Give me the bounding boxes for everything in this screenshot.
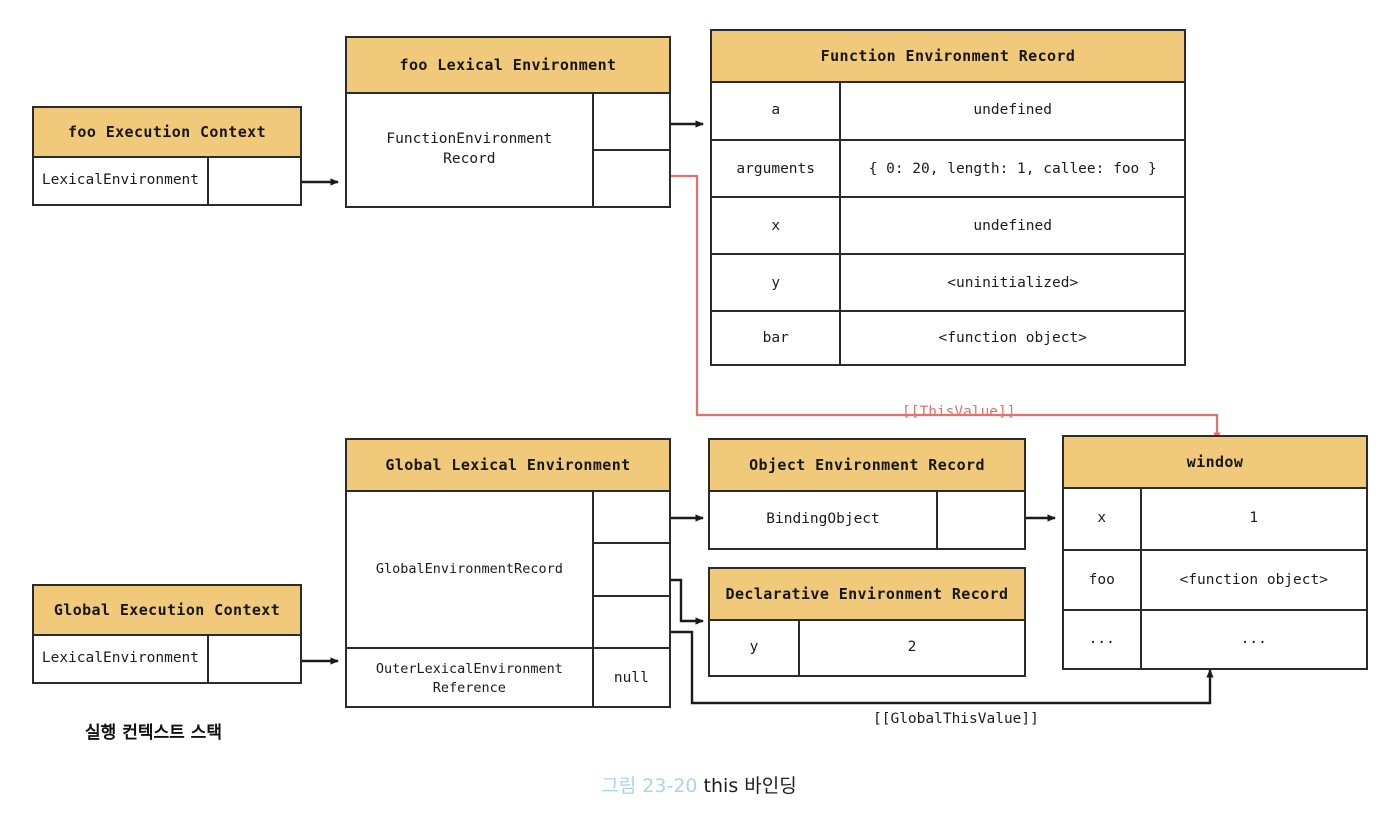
global-execution-context-header: Global Execution Context bbox=[34, 586, 300, 636]
figure-caption-text: this 바인딩 bbox=[703, 775, 797, 797]
foo-execution-context-header: foo Execution Context bbox=[34, 108, 300, 158]
der-key: y bbox=[749, 639, 759, 656]
table-row: OuterLexicalEnvironment Reference null bbox=[347, 647, 669, 708]
function-environment-record-label: FunctionEnvironment Record bbox=[386, 131, 553, 167]
object-environment-record-box: Object Environment Record BindingObject bbox=[708, 438, 1026, 550]
table-row: x 1 bbox=[1064, 489, 1366, 549]
table-row: y 2 bbox=[710, 621, 1024, 675]
table-row: y <uninitialized> bbox=[712, 253, 1184, 312]
fer-key: x bbox=[771, 217, 781, 234]
this-value-label: [[ThisValue]] bbox=[902, 404, 1016, 420]
lexical-environment-label: LexicalEnvironment bbox=[41, 172, 200, 189]
table-row: a undefined bbox=[712, 83, 1184, 139]
function-environment-record-header: Function Environment Record bbox=[712, 31, 1184, 83]
table-row: BindingObject bbox=[710, 492, 1024, 548]
figure-number: 그림 23-20 bbox=[601, 775, 698, 797]
fer-key: a bbox=[771, 102, 781, 119]
fer-value: undefined bbox=[839, 198, 1184, 255]
fer-value: <function object> bbox=[839, 312, 1184, 366]
function-environment-record-box: Function Environment Record a undefined … bbox=[710, 29, 1186, 366]
window-key: x bbox=[1097, 510, 1107, 527]
table-row: ... ... bbox=[1064, 609, 1367, 668]
declarative-environment-record-header: Declarative Environment Record bbox=[710, 569, 1024, 621]
window-box: window x 1 foo <function object> ... ... bbox=[1062, 435, 1368, 670]
outer-lexical-environment-reference-value: null bbox=[591, 649, 669, 708]
foo-lexenv-pointer-slots bbox=[591, 94, 669, 206]
foo-lexical-environment-box: foo Lexical Environment FunctionEnvironm… bbox=[345, 36, 671, 208]
object-environment-record-header: Object Environment Record bbox=[710, 440, 1024, 492]
table-row: foo <function object> bbox=[1064, 549, 1367, 611]
window-value: 1 bbox=[1139, 489, 1367, 549]
table-row: x undefined bbox=[712, 196, 1184, 255]
ger-slot-declarative-env bbox=[593, 542, 669, 594]
binding-object-pointer-cell bbox=[936, 492, 1024, 548]
fer-value: { 0: 20, length: 1, callee: foo } bbox=[839, 141, 1184, 198]
outer-lexical-environment-reference-label: OuterLexicalEnvironment Reference bbox=[375, 661, 563, 696]
global-lexical-environment-header: Global Lexical Environment bbox=[347, 440, 669, 492]
fer-value: <uninitialized> bbox=[839, 255, 1184, 312]
fer-key: bar bbox=[762, 330, 789, 347]
foo-execution-context-box: foo Execution Context LexicalEnvironment bbox=[32, 106, 302, 206]
table-row: LexicalEnvironment bbox=[34, 158, 300, 204]
lexical-environment-pointer-cell bbox=[206, 636, 300, 682]
binding-object-label: BindingObject bbox=[766, 511, 880, 528]
table-row: bar <function object> bbox=[712, 310, 1184, 366]
foo-lexenv-slot-this-value bbox=[593, 149, 669, 206]
table-row: LexicalEnvironment bbox=[34, 636, 300, 682]
global-lexenv-pointer-slots bbox=[591, 492, 669, 647]
foo-lexenv-slot-record bbox=[594, 94, 669, 149]
execution-context-stack-label: 실행 컨텍스트 스택 bbox=[85, 723, 222, 743]
global-this-value-label: [[GlobalThisValue]] bbox=[873, 711, 1039, 727]
table-row: GlobalEnvironmentRecord bbox=[347, 492, 669, 647]
table-row: FunctionEnvironment Record bbox=[347, 94, 669, 206]
ger-slot-global-this-value bbox=[593, 594, 669, 647]
foo-lexical-environment-header: foo Lexical Environment bbox=[347, 38, 669, 94]
window-key: ... bbox=[1088, 630, 1115, 647]
ger-slot-object-env bbox=[594, 492, 669, 542]
table-row: arguments { 0: 20, length: 1, callee: fo… bbox=[712, 139, 1184, 198]
der-value: 2 bbox=[797, 621, 1024, 675]
global-lexical-environment-box: Global Lexical Environment GlobalEnviron… bbox=[345, 438, 671, 708]
fer-value: undefined bbox=[839, 83, 1184, 139]
lexical-environment-label: LexicalEnvironment bbox=[41, 650, 200, 667]
window-header: window bbox=[1064, 437, 1366, 489]
window-value: ... bbox=[1139, 611, 1367, 668]
fer-key: y bbox=[771, 274, 781, 291]
global-execution-context-box: Global Execution Context LexicalEnvironm… bbox=[32, 584, 302, 684]
global-environment-record-label: GlobalEnvironmentRecord bbox=[375, 561, 563, 578]
figure-caption: 그림 23-20 this 바인딩 bbox=[0, 771, 1398, 798]
window-key: foo bbox=[1088, 572, 1115, 589]
lexical-environment-pointer-cell bbox=[206, 158, 300, 204]
declarative-environment-record-box: Declarative Environment Record y 2 bbox=[708, 567, 1026, 677]
window-value: <function object> bbox=[1139, 551, 1367, 611]
fer-key: arguments bbox=[736, 160, 815, 177]
